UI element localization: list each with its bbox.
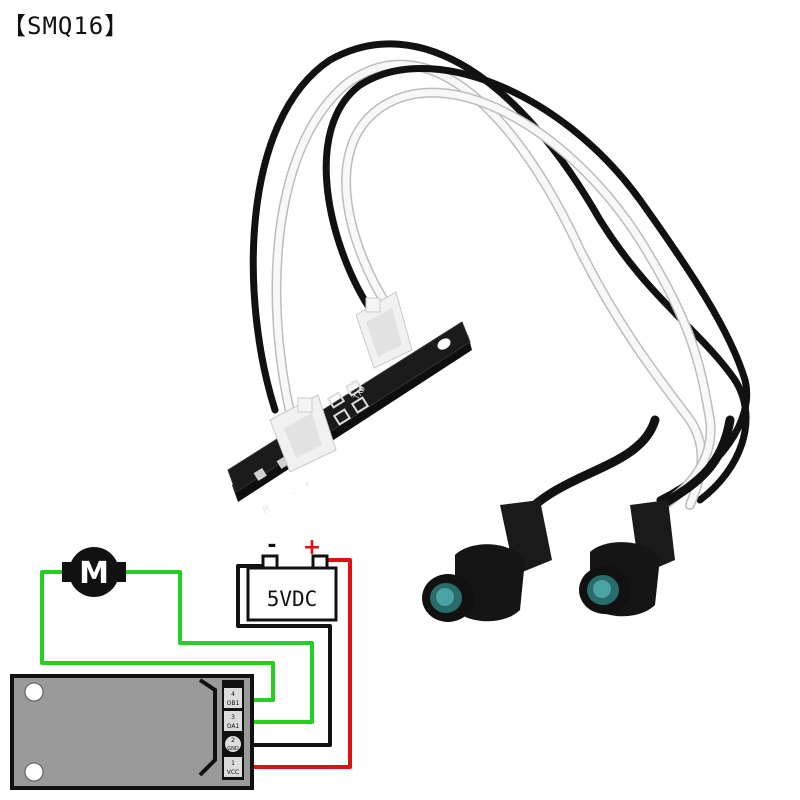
wiring-diagram (40, 558, 352, 769)
driver-module: 4 OB1 3 OA1 2 GND 1 VCC (10, 674, 254, 790)
motor-symbol: M (62, 547, 126, 597)
battery-minus-sign: - (267, 533, 276, 558)
connector-left (269, 394, 337, 473)
pin-name-vcc: VCC (227, 769, 239, 776)
product-code: 【SMQ16】 (2, 12, 130, 40)
module-pin-2: 2 GND (225, 736, 241, 752)
pin-name-ob1: OB1 (227, 700, 240, 707)
board-terminal-label-minus: - (288, 487, 299, 500)
pin-name-oa1: OA1 (227, 723, 240, 730)
pin-number-4: 4 (231, 691, 235, 698)
pin-number-1: 1 (231, 760, 235, 767)
module-pin-3: 3 OA1 (224, 711, 242, 731)
pin-number-2: 2 (231, 737, 235, 744)
module-pin-4: 4 OB1 (224, 688, 242, 708)
connector-right (355, 291, 413, 369)
battery-plus-sign: + (303, 535, 321, 560)
battery-voltage-label: 5VDC (267, 587, 318, 611)
board-terminal-label-plus: + (302, 479, 313, 492)
sensor-cables (249, 40, 751, 525)
module-pin-1: 1 VCC (224, 757, 242, 777)
pin-number-3: 3 (231, 714, 235, 721)
battery-symbol: 5VDC - + (246, 533, 338, 622)
sensor-head-right (579, 500, 675, 617)
board-terminal-label-m: M (261, 504, 272, 517)
control-board: M - + RXD TXD (227, 321, 472, 517)
sensor-head-left (422, 500, 552, 622)
motor-label: M (79, 556, 109, 591)
pin-name-gnd: GND (227, 746, 239, 752)
